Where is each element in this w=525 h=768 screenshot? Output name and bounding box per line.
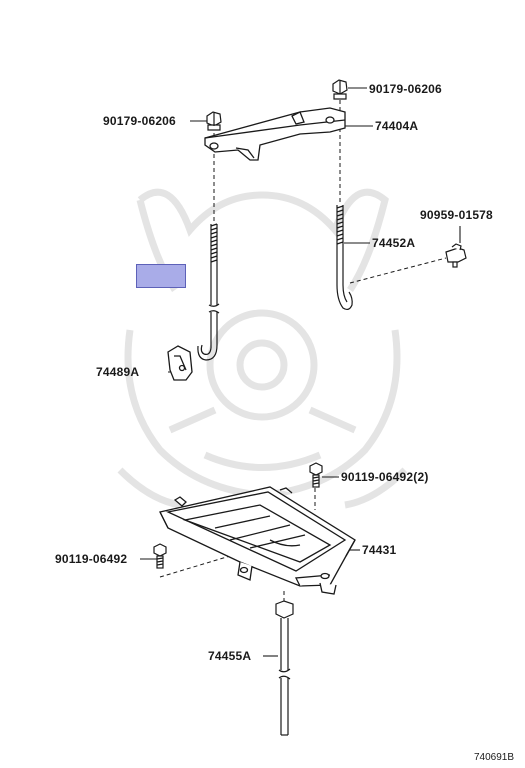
label-74489A[interactable]: 74489A: [96, 365, 140, 379]
battery-clamp: [204, 107, 346, 161]
watermark-emblem: [117, 188, 408, 509]
label-90179-top[interactable]: 90179-06206: [369, 82, 442, 96]
highlighted-part-box[interactable]: [136, 264, 186, 288]
clip-90959: [445, 243, 467, 268]
label-74452A[interactable]: 74452A: [372, 236, 416, 250]
label-90119-left[interactable]: 90119-06492: [55, 552, 128, 566]
label-74404A[interactable]: 74404A: [375, 119, 419, 133]
label-90179-left[interactable]: 90179-06206: [103, 114, 176, 128]
label-74431[interactable]: 74431: [362, 543, 397, 557]
j-bolt-left: [197, 223, 220, 361]
label-90959[interactable]: 90959-01578: [420, 208, 493, 222]
label-74455A[interactable]: 74455A: [208, 649, 252, 663]
j-bolt-right: [336, 205, 353, 311]
bolt-74455: [275, 600, 294, 736]
nut-90179-top: [332, 79, 348, 100]
bolt-90119-right: [309, 462, 323, 488]
figure-code: 740691B: [474, 752, 515, 763]
nut-90179-left: [206, 111, 222, 131]
label-90119-right[interactable]: 90119-06492(2): [341, 470, 429, 484]
bracket-74489: [167, 345, 193, 381]
bolt-90119-left: [153, 543, 167, 569]
battery-tray: [159, 486, 356, 595]
